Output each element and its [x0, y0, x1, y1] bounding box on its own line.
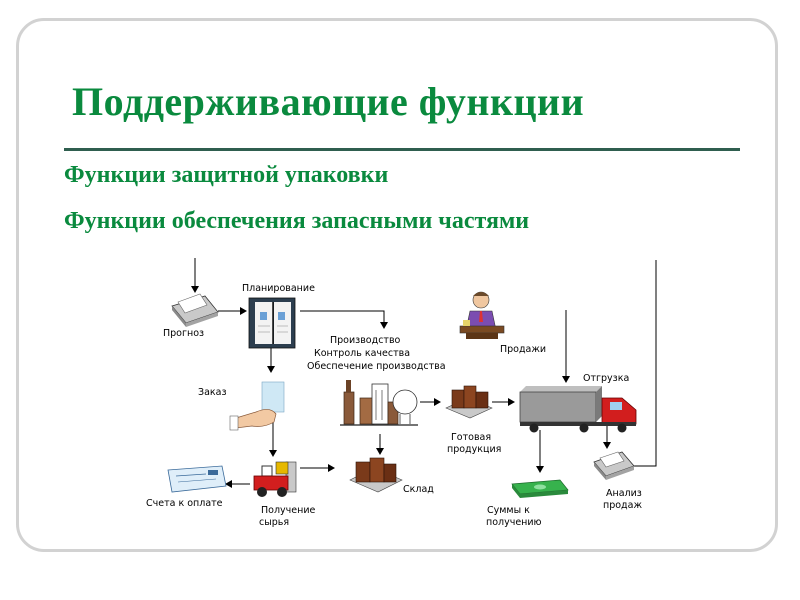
label-production: Производство	[330, 335, 401, 346]
raw-materials-forklift-icon	[254, 462, 296, 497]
sales-person-icon	[460, 292, 504, 339]
order-hand-icon	[230, 382, 284, 430]
shipment-truck-icon	[520, 386, 636, 433]
production-plant-icon	[340, 380, 418, 425]
label-raw-1: Получение	[261, 505, 315, 516]
sales-analysis-icon	[594, 452, 634, 480]
label-sums-2: получению	[486, 517, 542, 528]
label-analysis-1: Анализ	[606, 488, 642, 499]
forecast-icon	[172, 294, 218, 327]
label-warehouse: Склад	[403, 484, 434, 495]
arrow-analysis-feedback	[632, 260, 656, 466]
arrow-planning-to-production	[300, 311, 384, 328]
finished-goods-icon	[446, 386, 492, 418]
label-order: Заказ	[198, 387, 227, 398]
label-shipment: Отгрузка	[583, 373, 629, 384]
planning-notebook-icon	[249, 298, 295, 348]
label-planning: Планирование	[242, 283, 315, 294]
label-forecast: Прогноз	[163, 328, 204, 339]
label-sums-1: Суммы к	[487, 505, 530, 516]
warehouse-icon	[350, 458, 402, 492]
label-sales: Продажи	[500, 344, 546, 355]
sums-money-icon	[512, 480, 568, 498]
label-finished-goods-2: продукция	[447, 444, 501, 455]
label-production-support: Обеспечение производства	[307, 361, 446, 372]
label-finished-goods-1: Готовая	[451, 432, 491, 443]
label-raw-2: сырья	[259, 517, 289, 528]
invoices-cheque-icon	[168, 466, 226, 492]
label-invoices: Счета к оплате	[146, 498, 223, 509]
label-quality-control: Контроль качества	[314, 348, 410, 359]
label-analysis-2: продаж	[603, 500, 642, 511]
